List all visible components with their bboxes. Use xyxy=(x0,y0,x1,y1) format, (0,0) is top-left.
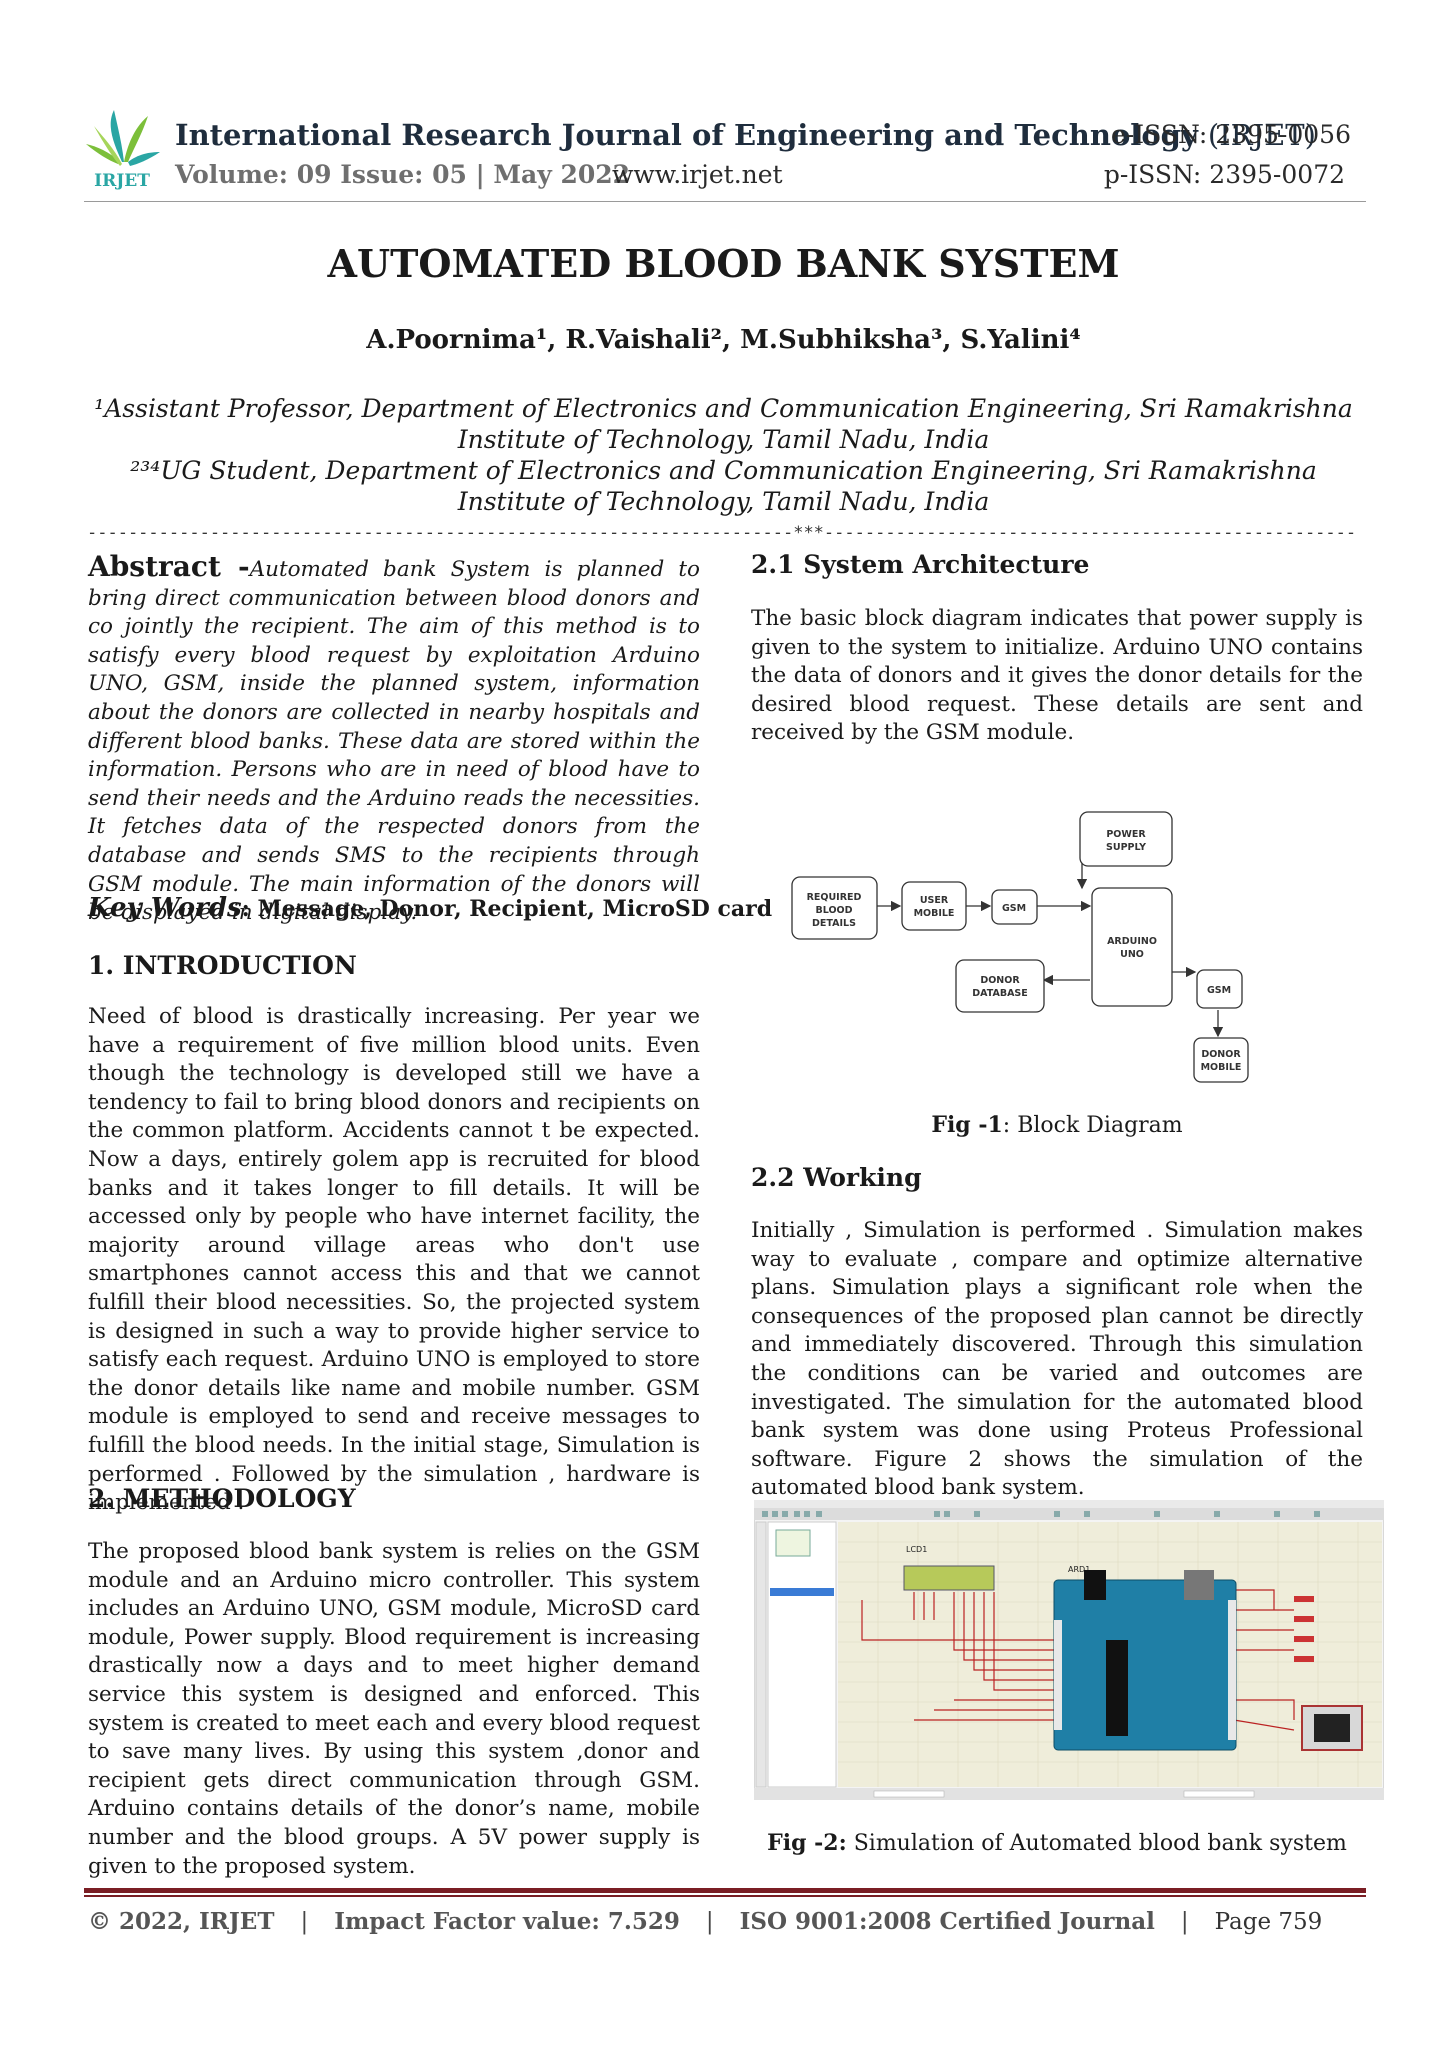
power-supply-label-2: SUPPLY xyxy=(1106,842,1146,853)
lcd-label: LCD1 xyxy=(906,1545,927,1554)
pissn: p-ISSN: 2395-0072 xyxy=(1103,160,1345,189)
required-blood-label-2: BLOOD xyxy=(816,905,853,916)
header-divider xyxy=(84,201,1366,202)
footer-divider-thin xyxy=(84,1895,1366,1897)
footer-impact-factor: Impact Factor value: 7.529 xyxy=(334,1908,680,1935)
donor-mobile-label-2: MOBILE xyxy=(1201,1062,1242,1073)
journal-logo: IRJET xyxy=(84,104,160,191)
figure-1-caption: Fig -1: Block Diagram xyxy=(751,1112,1363,1138)
board-label: ARD1 xyxy=(1068,1565,1090,1574)
volume-issue: Volume: 09 Issue: 05 | May 2022 xyxy=(175,160,631,189)
arduino-uno-block: ARDUINO UNO xyxy=(1091,887,1173,1007)
footer-separator: | xyxy=(1180,1909,1189,1935)
section-separator: ----------------------------------------… xyxy=(87,523,1357,543)
abstract-label: Abstract - xyxy=(88,550,250,583)
methodology-heading: 2. METHODOLOGY xyxy=(88,1484,356,1513)
user-mobile-block: USER MOBILE xyxy=(901,881,967,931)
required-blood-label-1: REQUIRED xyxy=(807,892,862,903)
footer-page-number: Page 759 xyxy=(1214,1909,1323,1935)
working-heading: 2.2 Working xyxy=(751,1163,922,1192)
power-supply-block: POWER SUPPLY xyxy=(1079,811,1173,867)
block-diagram: POWER SUPPLY REQUIRED BLOOD DETAILS USER… xyxy=(790,800,1270,1090)
required-blood-label-3: DETAILS xyxy=(812,918,856,929)
arduino-label-2: UNO xyxy=(1120,949,1144,960)
figure-1-label: Fig -1 xyxy=(931,1112,1003,1138)
footer-separator: | xyxy=(705,1909,714,1935)
arduino-board xyxy=(1053,1579,1237,1751)
power-supply-label-1: POWER xyxy=(1106,829,1146,840)
methodology-paragraph: The proposed blood bank system is relies… xyxy=(88,1539,700,1879)
required-blood-details-block: REQUIRED BLOOD DETAILS xyxy=(791,876,878,940)
figure-1-text: : Block Diagram xyxy=(1002,1113,1183,1138)
system-architecture-body: The basic block diagram indicates that p… xyxy=(751,605,1363,748)
author-list: A.Poornima¹, R.Vaishali², M.Subhiksha³, … xyxy=(366,325,1081,355)
system-architecture-paragraph: The basic block diagram indicates that p… xyxy=(751,606,1363,746)
figure-2-text: Simulation of Automated blood bank syste… xyxy=(846,1831,1347,1856)
donor-database-block: DONOR DATABASE xyxy=(955,959,1045,1013)
introduction-body: Need of blood is drastically increasing.… xyxy=(88,1003,700,1518)
methodology-body: The proposed blood bank system is relies… xyxy=(88,1538,700,1881)
lcd-display xyxy=(903,1565,995,1591)
introduction-heading: 1. INTRODUCTION xyxy=(88,951,357,980)
eissn: e-ISSN: 2395-0056 xyxy=(1111,120,1351,149)
journal-website: www.irjet.net xyxy=(612,160,783,189)
keywords: Key Words: Message, Donor, Recipient, Mi… xyxy=(88,893,772,923)
keywords-text: : Message, Donor, Recipient, MicroSD car… xyxy=(241,896,773,922)
gsm-input-label: GSM xyxy=(1002,903,1026,914)
gsm-output-block: GSM xyxy=(1196,969,1243,1009)
gsm-input-block: GSM xyxy=(991,889,1038,925)
system-architecture-heading: 2.1 System Architecture xyxy=(751,550,1090,579)
paper-title: AUTOMATED BLOOD BANK SYSTEM xyxy=(327,241,1120,286)
figure-2-label: Fig -2: xyxy=(767,1830,847,1856)
working-body: Initially , Simulation is performed . Si… xyxy=(751,1217,1363,1503)
figure-2-caption: Fig -2: Simulation of Automated blood ba… xyxy=(751,1830,1363,1856)
donor-database-label-2: DATABASE xyxy=(972,988,1028,999)
footer-iso: ISO 9001:2008 Certified Journal xyxy=(739,1908,1155,1935)
user-mobile-label-1: USER xyxy=(920,895,949,906)
journal-abbr: (IRJET) xyxy=(1207,118,1316,152)
switches xyxy=(1294,1596,1314,1662)
journal-name: International Research Journal of Engine… xyxy=(175,118,1198,152)
donor-database-label-1: DONOR xyxy=(980,975,1020,986)
keywords-label: Key Words xyxy=(88,893,242,923)
donor-mobile-block: DONOR MOBILE xyxy=(1193,1037,1249,1083)
affiliation-1: ¹Assistant Professor, Department of Elec… xyxy=(94,394,1353,454)
footer-copyright: © 2022, IRJET xyxy=(88,1908,275,1935)
donor-mobile-label-1: DONOR xyxy=(1201,1049,1241,1060)
affiliation-2: ²³⁴UG Student, Department of Electronics… xyxy=(130,456,1317,516)
abstract-text: Automated bank System is planned to brin… xyxy=(88,557,700,926)
page-footer: © 2022, IRJET | Impact Factor value: 7.529… xyxy=(88,1908,1322,1935)
introduction-paragraph: Need of blood is drastically increasing.… xyxy=(88,1004,700,1516)
gsm-output-label: GSM xyxy=(1207,985,1231,996)
footer-divider-thick xyxy=(84,1888,1366,1893)
logo-text: IRJET xyxy=(94,171,150,190)
arduino-label-1: ARDUINO xyxy=(1107,936,1157,947)
simulation-screenshot: LCD1 ARD1 xyxy=(753,1499,1385,1801)
toolbar-icons xyxy=(762,1511,1320,1517)
user-mobile-label-2: MOBILE xyxy=(914,908,955,919)
working-paragraph: Initially , Simulation is performed . Si… xyxy=(751,1218,1363,1501)
footer-separator: | xyxy=(300,1909,309,1935)
abstract: Abstract -Automated bank System is plann… xyxy=(88,550,700,928)
wiring xyxy=(861,1589,1295,1731)
journal-title: International Research Journal of Engine… xyxy=(175,118,1316,152)
